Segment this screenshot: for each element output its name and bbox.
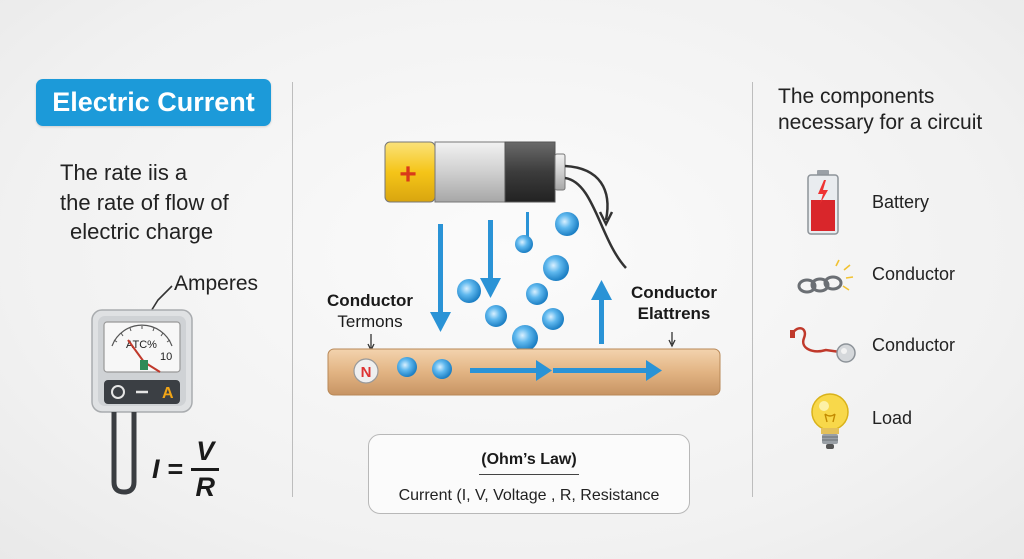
conductor-right-sub: Elattrens <box>637 304 711 323</box>
components-title: The components necessary for a circuit <box>778 84 982 136</box>
title-badge: Electric Current <box>36 79 271 126</box>
conductor-right-title: Conductor <box>631 283 717 302</box>
battery-icon <box>807 170 839 235</box>
divider-left <box>292 82 293 497</box>
components-title-line-1: The components <box>778 85 935 108</box>
definition-line-3: electric charge <box>70 219 214 244</box>
divider-right <box>752 82 753 497</box>
definition-line-2: the rate of flow of <box>60 190 229 215</box>
battery-plus: + <box>399 158 417 191</box>
formula-numerator: V <box>196 436 215 466</box>
electron-cloud <box>457 212 579 351</box>
battery-cell: + <box>384 141 566 203</box>
ohm-formula: I = V R <box>152 436 220 502</box>
formula-eq: = <box>167 454 184 484</box>
component-label-battery: Battery <box>872 192 930 212</box>
components-title-line-2: necessary for a circuit <box>778 111 983 134</box>
unit-letter: A <box>162 385 174 402</box>
ohms-law-description: Current (I, V, Voltage , R, Resistance <box>398 487 660 504</box>
conductor-left-title: Conductor <box>327 291 413 310</box>
component-label-conductor-1: Conductor <box>872 264 956 284</box>
circuit-diagram: + N <box>327 141 721 396</box>
amperes-label: Amperes <box>174 272 259 295</box>
ammeter-icon: ATC% 10 A <box>91 285 193 495</box>
component-label-load: Load <box>872 408 913 428</box>
chain-icon <box>797 259 854 294</box>
formula-denominator: R <box>195 472 216 502</box>
formula-bar <box>191 468 220 471</box>
dial-number: 10 <box>160 351 172 363</box>
bulb-icon <box>811 393 849 449</box>
conductor-left-sub: Termons <box>337 312 403 331</box>
wire-icon <box>790 326 856 363</box>
formula-fraction: V R <box>191 436 220 502</box>
ohms-law-box: (Ohm’s Law) Current (I, V, Voltage , R, … <box>368 434 690 514</box>
conductor-left-label: Conductor Termons <box>318 290 422 332</box>
ohms-law-title: (Ohm’s Law) <box>481 451 577 468</box>
definition-line-1: The rate iis a <box>60 160 188 185</box>
conductor-right-label: Conductor Elattrens <box>622 282 726 324</box>
component-label-conductor-2: Conductor <box>872 335 956 355</box>
ohms-law-rule <box>479 474 579 475</box>
formula-lhs: I <box>152 454 160 484</box>
end-cap-symbol: N <box>361 364 372 381</box>
